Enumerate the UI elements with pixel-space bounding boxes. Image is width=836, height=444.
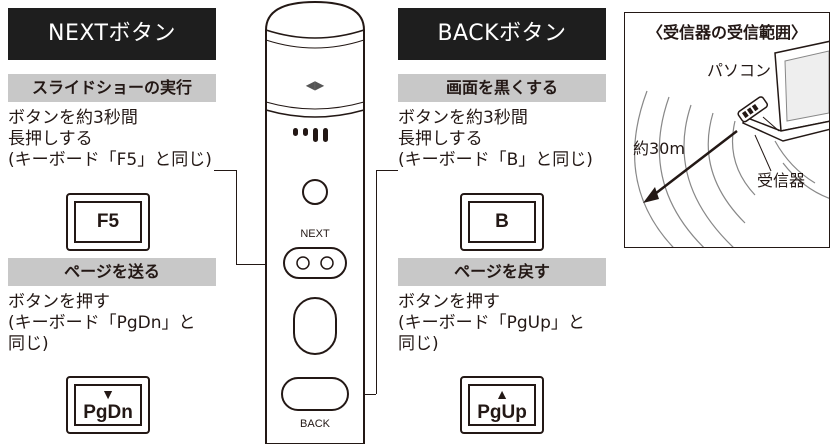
- pgup-key-label: PgUp: [477, 401, 527, 423]
- receiver-range-title: 〈受信器の受信範囲〉: [646, 23, 807, 42]
- presenter-remote: ◀▶ NEXT BACK: [262, 0, 368, 444]
- back-section-2-heading: ページを戻す: [398, 258, 606, 286]
- up-arrow-icon: ▲: [495, 385, 509, 402]
- down-arrow-icon: ▼: [101, 385, 115, 402]
- pgup-key-icon: ▲ PgUp: [460, 376, 544, 434]
- receiver-range-illustration: [634, 40, 829, 247]
- next-connector-v: [236, 170, 237, 264]
- next-panel-title: NEXTボタン: [8, 8, 216, 60]
- next-connector-h1: [214, 170, 236, 171]
- pgdn-key-label: PgDn: [83, 401, 133, 423]
- next-connector-h2: [236, 264, 284, 265]
- next-section-2-heading: ページを送る: [8, 258, 216, 286]
- next-label: NEXT: [300, 228, 330, 240]
- back-button-panel: BACKボタン 画面を黒くする ボタンを約3秒間 長押しする (キーボード「B」…: [398, 8, 606, 444]
- back-panel-title: BACKボタン: [398, 8, 606, 60]
- b-key-label: B: [495, 211, 509, 232]
- back-connector-v: [376, 170, 377, 394]
- pgdn-key-icon: ▼ PgDn: [66, 376, 150, 434]
- f5-key-icon: F5: [66, 193, 150, 251]
- back-section-1-desc: ボタンを約3秒間 長押しする (キーボード「B」と同じ): [398, 108, 593, 170]
- back-section-2-desc: ボタンを押す (キーボード「PgUp」と 同じ): [398, 292, 585, 354]
- receiver-label: 受信器: [757, 171, 806, 190]
- next-section-1-heading: スライドショーの実行: [8, 74, 216, 102]
- f5-key-label: F5: [96, 211, 120, 232]
- back-section-1-heading: 画面を黒くする: [398, 74, 606, 102]
- receiver-range-panel: 〈受信器の受信範囲〉 パソコン 約30m 受信器: [624, 12, 830, 248]
- next-section-2-desc: ボタンを押す (キーボード「PgDn」と 同じ): [8, 292, 196, 354]
- remote-body: [265, 0, 365, 444]
- back-connector-h1: [376, 170, 398, 171]
- laser-icon: ◀▶: [305, 78, 325, 92]
- pc-label: パソコン: [707, 61, 772, 80]
- back-label: BACK: [300, 418, 330, 430]
- b-key-icon: B: [460, 193, 544, 251]
- distance-label: 約30m: [633, 139, 685, 158]
- next-section-1-desc: ボタンを約3秒間 長押しする (キーボード「F5」と同じ): [8, 108, 212, 170]
- next-button-panel: NEXTボタン スライドショーの実行 ボタンを約3秒間 長押しする (キーボード…: [8, 8, 216, 444]
